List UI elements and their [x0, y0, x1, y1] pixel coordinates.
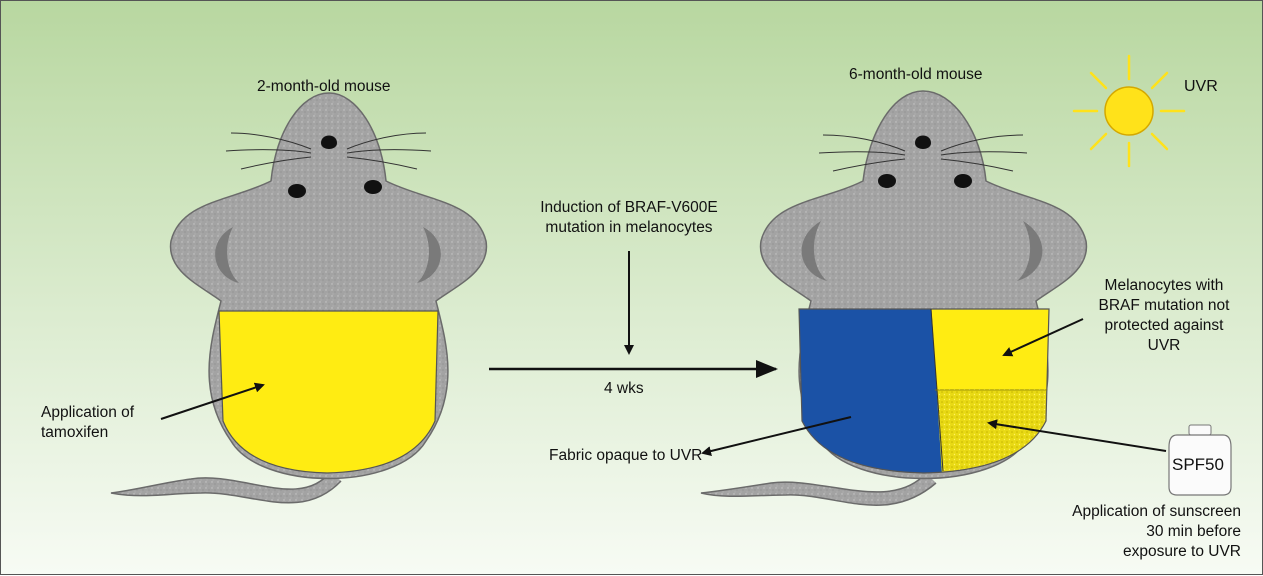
unprotected-line-2: BRAF mutation not [1074, 296, 1254, 316]
unprotected-patch [931, 301, 1061, 391]
unprotected-line-4: UVR [1074, 336, 1254, 356]
spf-label: SPF50 [1172, 455, 1224, 475]
right-mouse [701, 91, 1086, 505]
fabric-patch [791, 301, 943, 491]
left-mouse-right-eye [364, 180, 382, 194]
left-mouse-left-eye [288, 184, 306, 198]
induction-line-2: mutation in melanocytes [524, 218, 734, 238]
sunscreen-line-3: exposure to UVR [1031, 542, 1241, 562]
fabric-label: Fabric opaque to UVR [549, 446, 702, 466]
tamoxifen-annotation: Application of tamoxifen [41, 403, 134, 443]
unprotected-line-3: protected against [1074, 316, 1254, 336]
right-mouse-title: 6-month-old mouse [849, 65, 983, 85]
unprotected-line-1: Melanocytes with [1074, 276, 1254, 296]
duration-label: 4 wks [604, 379, 644, 399]
induction-label: Induction of BRAF-V600E mutation in mela… [524, 198, 734, 238]
unprotected-annotation: Melanocytes with BRAF mutation not prote… [1074, 276, 1254, 356]
right-mouse-left-eye [878, 174, 896, 188]
tamoxifen-line-1: Application of [41, 403, 134, 423]
right-mouse-right-eye [954, 174, 972, 188]
sunscreen-annotation: Application of sunscreen 30 min before e… [1031, 502, 1241, 562]
tamoxifen-line-2: tamoxifen [41, 423, 134, 443]
tamoxifen-patch [219, 311, 438, 473]
left-mouse-title: 2-month-old mouse [257, 77, 391, 97]
induction-line-1: Induction of BRAF-V600E [524, 198, 734, 218]
right-mouse-nose [915, 136, 931, 150]
sunscreen-line-1: Application of sunscreen [1031, 502, 1241, 522]
sun-icon [1074, 56, 1184, 166]
left-mouse [111, 93, 486, 503]
uvr-label: UVR [1184, 77, 1218, 97]
sunscreen-line-2: 30 min before [1031, 522, 1241, 542]
left-mouse-nose [321, 136, 337, 150]
